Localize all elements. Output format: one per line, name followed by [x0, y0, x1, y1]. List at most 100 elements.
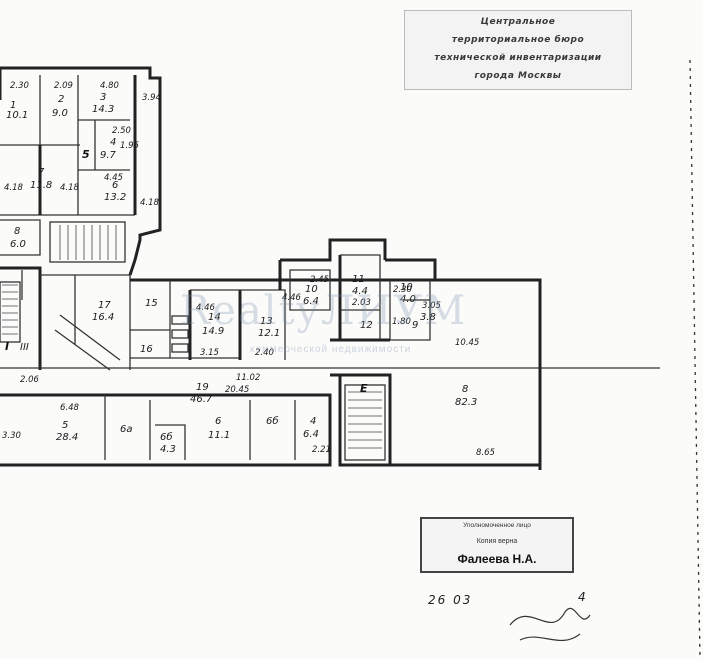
stamp-top-line: территориальное бюро: [451, 35, 585, 45]
room-15-num: 15: [145, 298, 158, 309]
room-11-num: 11: [352, 274, 365, 285]
room-1-num: 1: [10, 100, 16, 111]
room-9-num: 9: [412, 320, 418, 331]
room-3-num: 3: [100, 92, 106, 103]
stamp-top-line: города Москвы: [474, 71, 562, 81]
dim-label: 10.45: [455, 338, 479, 348]
room-13-num: 13: [260, 316, 273, 327]
room-7-num: 7: [38, 167, 45, 178]
dim-label: 8.65: [476, 448, 495, 458]
upper-left-wing: [0, 66, 162, 276]
dim-label: 4.46: [282, 293, 302, 303]
dim-label: 2.03: [352, 298, 371, 308]
signature-mark: [509, 607, 591, 642]
room-6b-small-num: 6б: [160, 431, 173, 443]
room-6c-num: 6б: [266, 415, 279, 427]
dimension-labels: 2.30 2.09 4.80 3.94 2.50 1.95 4.45 4.18 …: [2, 81, 495, 458]
stair-top: [49, 221, 126, 263]
page-edge-line: [689, 59, 701, 659]
room-11-area: 4.4: [352, 286, 368, 297]
dim-label: 3.30: [2, 431, 21, 441]
dim-label: 4.45: [104, 173, 123, 183]
dim-label: 20.45: [225, 385, 249, 395]
stamp-bottom-line2: Копия верна: [476, 538, 518, 545]
room-6b-small-area: 4.3: [160, 444, 176, 455]
room-2-area: 9.0: [52, 108, 68, 119]
room-1-area: 10.1: [6, 110, 28, 121]
left-mid-section: [0, 266, 660, 371]
dim-label: 4.18: [140, 198, 160, 208]
dim-label: 4.46: [196, 303, 216, 313]
stamp-bottom: Уполномоченное лицо Копия верна Фалеева …: [420, 517, 574, 573]
date-handwritten: 26 03: [428, 593, 473, 607]
room-4-area: 9.7: [100, 150, 117, 161]
room-10a-num: 10: [305, 284, 318, 295]
dim-label: 3.94: [142, 93, 161, 103]
room-8-num: 8: [14, 226, 20, 237]
watermark-sub: коммерческой недвижимости: [250, 344, 412, 355]
dim-label: 1.95: [120, 141, 139, 151]
room-8-big-num: 8: [462, 384, 468, 395]
dim-label: 2.50: [112, 126, 131, 136]
room-III-num: III: [20, 342, 29, 353]
room-I-num: I: [5, 340, 9, 353]
room-4-num: 4: [110, 137, 116, 148]
dim-label: 3.05: [422, 301, 441, 311]
room-4b-num: 4: [310, 416, 316, 427]
room-5b-area: 28.4: [56, 432, 78, 443]
room-19-num: 19: [196, 382, 209, 393]
stair-bottom: [344, 384, 386, 461]
room-6-area: 11.1: [208, 430, 230, 441]
dim-label: 4.18: [60, 183, 80, 193]
room-10b-area: 4.0: [400, 294, 416, 305]
room-17-area: 16.4: [92, 312, 114, 323]
dim-label: 2.06: [20, 375, 40, 385]
middle-row: [130, 238, 542, 470]
room-6-num: 6: [215, 416, 221, 427]
lower-row: [0, 338, 540, 467]
dim-label: 4.80: [100, 81, 119, 91]
dim-label: 2.09: [54, 81, 73, 91]
room-16-num: 16: [140, 344, 153, 355]
dim-label: 2.40: [255, 348, 274, 358]
room-8-big-area: 82.3: [455, 397, 477, 408]
dim-label: 11.02: [236, 373, 260, 383]
room-17-num: 17: [98, 300, 111, 311]
room-3-area: 14.3: [92, 104, 114, 115]
stamp-top-line: Центральное: [480, 17, 556, 27]
room-2-num: 2: [58, 94, 64, 105]
room-5b-num: 5: [62, 420, 68, 431]
room-8-area: 6.0: [10, 239, 26, 250]
room-10b-num: 10: [400, 282, 413, 293]
dim-label: 6.48: [60, 403, 80, 413]
dim-label: 3.15: [200, 348, 219, 358]
room-5-num: 5: [82, 148, 90, 161]
room-13-area: 12.1: [258, 328, 280, 339]
dim-label: 2.30: [10, 81, 29, 91]
room-6a-num: 6а: [120, 424, 133, 435]
dim-label: 1.80: [392, 317, 411, 327]
room-E-num: Е: [360, 382, 368, 395]
room-10a-area: 6.4: [303, 296, 319, 307]
room-14-num: 14: [208, 312, 221, 323]
watermark: RealtyЛИУМ: [180, 288, 468, 334]
dim-label: 2.45: [310, 275, 329, 285]
room-14-area: 14.9: [202, 326, 224, 337]
stamp-bottom-name: Фалеева Н.А.: [457, 552, 537, 566]
room-19-area: 46.7: [190, 394, 213, 405]
room-9-area: 3.8: [420, 312, 436, 323]
room-6-area: 13.2: [104, 192, 126, 203]
room-4b-area: 6.4: [303, 429, 319, 440]
dim-label: 2.30: [393, 285, 412, 295]
room-7-area: 11.8: [30, 180, 52, 191]
dim-label: 2.21: [312, 445, 331, 455]
stamp-top-line: технической инвентаризации: [434, 53, 602, 63]
room-6-num: 6: [112, 180, 118, 191]
dim-label: 4.18: [4, 183, 24, 193]
date-extra: 4: [578, 590, 588, 604]
room-12-num: 12: [360, 320, 373, 331]
stamp-bottom-line1: Уполномоченное лицо: [463, 522, 531, 529]
stamp-top: Центральное территориальное бюро техниче…: [404, 10, 632, 90]
room-labels: 1 10.1 2 9.0 3 14.3 4 9.7 5 6 13.2 7 11.…: [5, 92, 477, 455]
